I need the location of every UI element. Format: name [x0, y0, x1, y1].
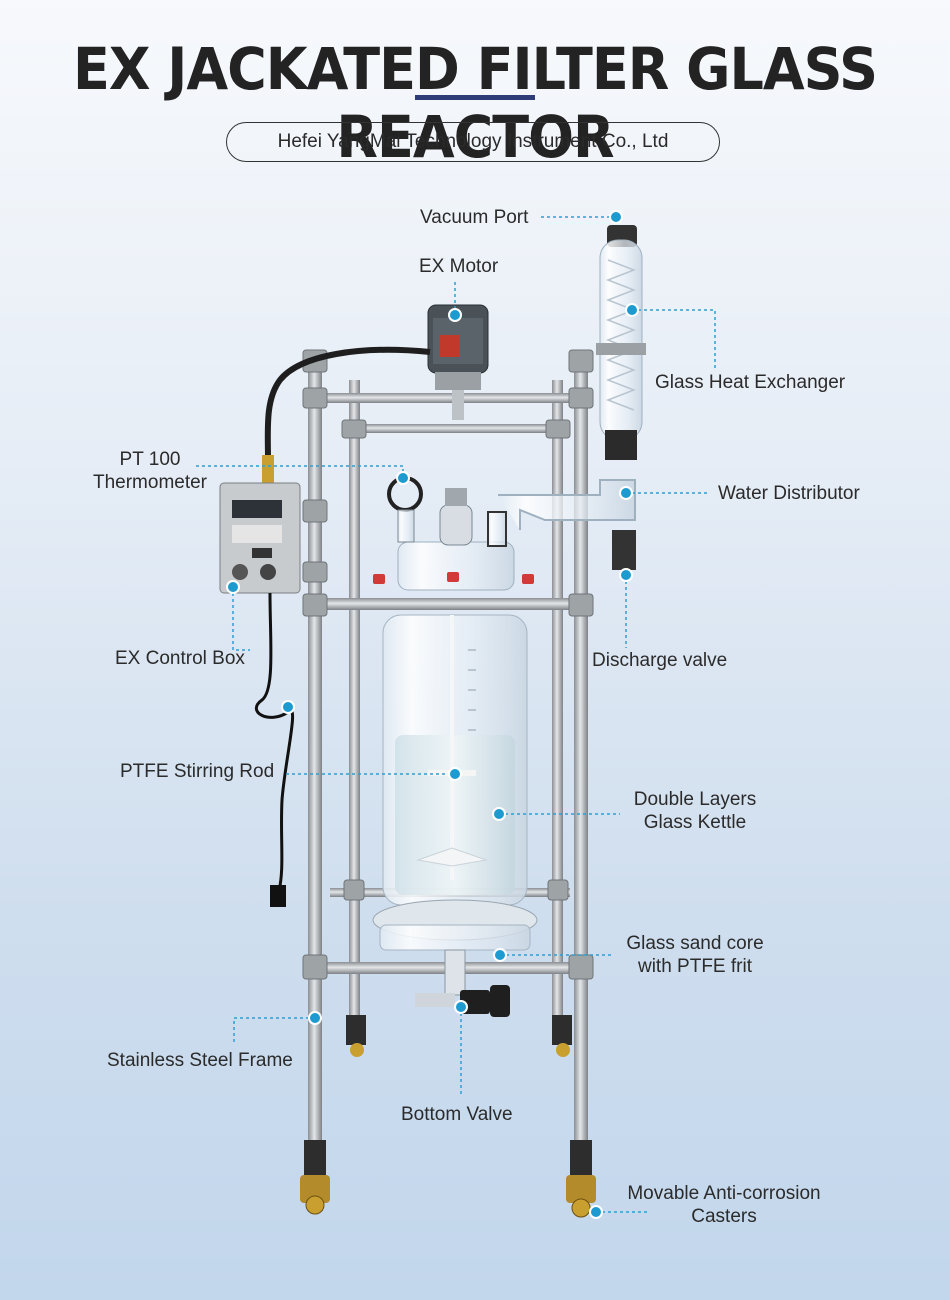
label-bottom-valve: Bottom Valve	[401, 1104, 513, 1125]
marker-kettle	[492, 807, 506, 821]
marker-ex-motor	[448, 308, 462, 322]
marker-water-distributor	[619, 486, 633, 500]
marker-sand-core	[493, 948, 507, 962]
frame-post-front-left	[308, 360, 322, 1150]
ex-control-box	[219, 482, 301, 594]
label-stainless-steel-frame: Stainless Steel Frame	[107, 1050, 293, 1071]
label-double-layers-glass-kettle: Double Layers Glass Kettle	[612, 788, 778, 834]
glass-heat-exchanger	[498, 225, 646, 570]
label-ex-motor: EX Motor	[419, 256, 499, 277]
ex-motor	[427, 304, 489, 420]
marker-control-box	[226, 580, 240, 594]
label-ptfe-stirring-rod: PTFE Stirring Rod	[120, 761, 275, 782]
label-glass-heat-exchanger: Glass Heat Exchanger	[655, 372, 846, 393]
label-discharge-valve: Discharge valve	[592, 650, 728, 671]
title-accent-bar	[415, 95, 535, 100]
label-movable-casters: Movable Anti-corrosion Casters	[612, 1182, 836, 1228]
frame-post-front-right	[574, 360, 588, 1150]
label-water-distributor: Water Distributor	[718, 483, 860, 504]
label-double-layers-line1: Double Layers	[633, 789, 757, 810]
label-glass-sand-core: Glass sand core with PTFE frit	[612, 932, 778, 978]
label-double-layers-line2: Glass Kettle	[643, 812, 747, 833]
marker-casters	[589, 1205, 603, 1219]
label-glass-sand-core-line1: Glass sand core	[626, 933, 764, 954]
marker-heat-exchanger	[625, 303, 639, 317]
page-title: EX JACKATED FILTER GLASS REACTOR	[72, 34, 878, 172]
casters	[300, 1015, 596, 1218]
marker-power-cord	[281, 700, 295, 714]
marker-frame	[308, 1011, 322, 1025]
label-ex-control-box: EX Control Box	[115, 648, 245, 669]
label-casters-line2: Casters	[691, 1206, 757, 1227]
label-pt100-line1: PT 100	[119, 449, 181, 470]
label-casters-line1: Movable Anti-corrosion	[627, 1183, 821, 1204]
marker-stirring-rod	[448, 767, 462, 781]
label-glass-sand-core-line2: with PTFE frit	[637, 956, 752, 977]
marker-discharge-valve	[619, 568, 633, 582]
marker-bottom-valve	[454, 1000, 468, 1014]
marker-pt100	[396, 471, 410, 485]
marker-vacuum-port	[609, 210, 623, 224]
label-pt100-thermometer: PT 100 Thermometer	[88, 448, 212, 494]
label-vacuum-port: Vacuum Port	[420, 207, 529, 228]
label-pt100-line2: Thermometer	[92, 472, 208, 493]
company-name-pill: Hefei YangMai Technology Instrument Co.,…	[226, 122, 720, 162]
